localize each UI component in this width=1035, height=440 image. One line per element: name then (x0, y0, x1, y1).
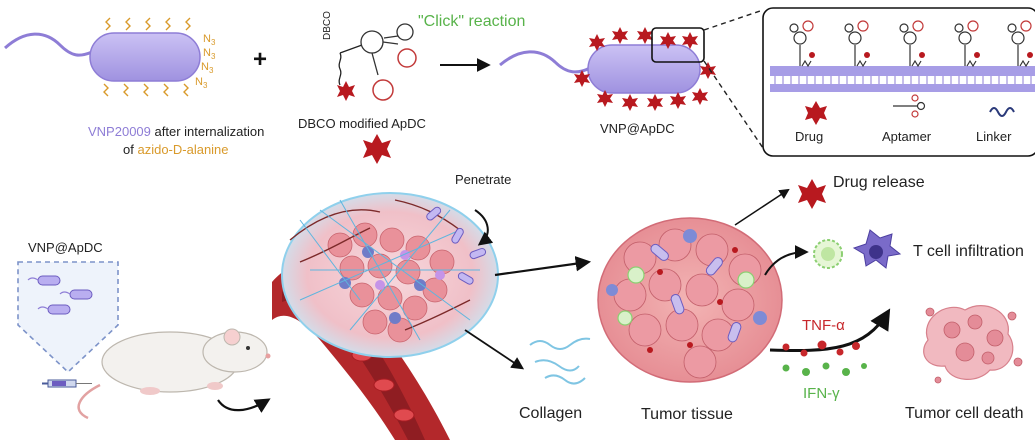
vnp20009-text: VNP20009 (88, 124, 151, 139)
ifn-dots (782, 362, 867, 376)
after-internalization-text: after internalization (154, 124, 265, 139)
tnf-label: TNF-α (802, 317, 845, 334)
apdc-label: DBCO modified ApDC (298, 116, 426, 131)
t-cell-icon (813, 229, 902, 269)
azide-n-1: N (203, 33, 211, 45)
collagen-icon (529, 337, 591, 385)
azide-sub-4: 3 (202, 81, 208, 91)
azide-label-4: N3 (195, 76, 207, 90)
azide-n-3: N (201, 61, 209, 73)
drug-release-label: Drug release (833, 174, 925, 191)
penetrated-tumor-icon (281, 192, 499, 358)
legend-aptamer-label: Aptamer (882, 129, 932, 144)
azide-label-1: N3 (203, 33, 215, 47)
tumor-cell-death-label: Tumor cell death (905, 405, 1024, 422)
legend-drug-icon (805, 101, 827, 125)
tnf-dots (782, 340, 860, 357)
zoom-panel (762, 7, 1035, 157)
vnp-apdc-label: VNP@ApDC (600, 121, 675, 136)
t-cell-arrow (764, 245, 809, 276)
ifn-label: IFN-γ (803, 385, 840, 402)
legend-drug-label: Drug (795, 129, 824, 144)
legend-linker-label: Linker (976, 129, 1012, 144)
of-text: of (123, 142, 134, 157)
bacterium-caption-2: of azido-D-alanine (123, 142, 229, 157)
t-cell-label: T cell infiltration (913, 243, 1024, 260)
injection-callout (17, 261, 119, 374)
cytokine-arrow (769, 308, 891, 353)
azide-n-2: N (203, 47, 211, 59)
azido-alanine-text: azido-D-alanine (137, 142, 229, 157)
azide-label-3: N3 (201, 61, 213, 75)
legend-linker-icon (989, 107, 1015, 117)
vnp-apdc-bacterium-icon (499, 27, 716, 111)
azide-sub-1: 3 (210, 38, 216, 48)
click-reaction-label: "Click" reaction (418, 13, 526, 30)
azide-sub-2: 3 (210, 52, 216, 62)
legend-aptamer-icon (893, 94, 926, 118)
dbco-tag: DBCO (322, 11, 333, 40)
to-collagen-arrow (464, 329, 525, 370)
azide-n-4: N (195, 76, 203, 88)
plus-sign: + (253, 46, 268, 73)
tumor-tissue-icon (597, 217, 783, 383)
penetrate-arrow (474, 209, 494, 246)
syringe-icon (42, 379, 92, 388)
azide-sub-3: 3 (208, 66, 214, 76)
vnp-apdc-mouse-label: VNP@ApDC (28, 240, 103, 255)
bacterium-caption-1: VNP20009 after internalization (88, 124, 264, 139)
to-tumor-arrow (494, 256, 592, 277)
tumor-cell-death-icon (923, 305, 1023, 384)
drug-release-star-icon (798, 179, 826, 209)
mouse-icon (77, 328, 271, 420)
injection-arrow (217, 398, 271, 413)
apdc-aptamer-icon (337, 23, 417, 101)
drug-release-arrow (734, 188, 790, 226)
collagen-label: Collagen (519, 405, 583, 422)
free-drug-star-icon (363, 134, 391, 164)
tumor-tissue-label: Tumor tissue (641, 406, 733, 423)
bacterium-azide-icon (3, 17, 201, 97)
penetrate-label: Penetrate (455, 172, 512, 187)
azide-label-2: N3 (203, 47, 215, 61)
